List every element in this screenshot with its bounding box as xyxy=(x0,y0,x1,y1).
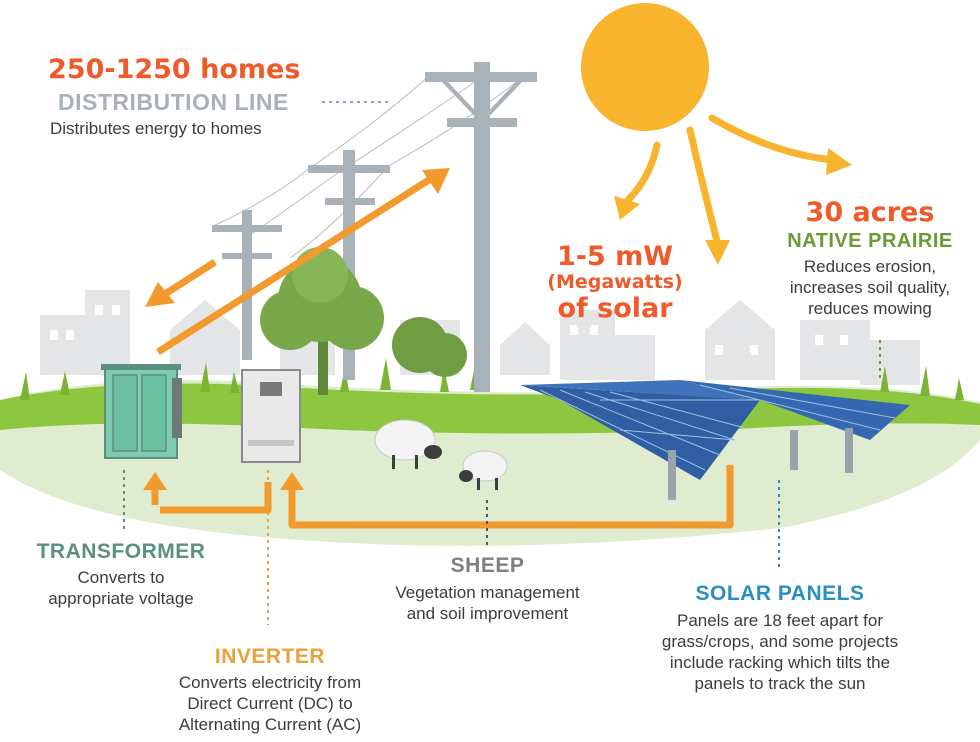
inverter-description-line: Converts electricity from xyxy=(178,672,362,692)
transformer-description-line: appropriate voltage xyxy=(48,588,194,608)
solar-capacity-unit: (Megawatts) xyxy=(547,271,683,294)
native-prairie-heading: NATIVE PRAIRIE xyxy=(787,230,953,253)
inverter-description-line: Alternating Current (AC) xyxy=(178,715,362,735)
sheep-heading: SHEEP xyxy=(450,554,525,577)
sheep-description-line: Vegetation management xyxy=(395,582,580,602)
sun xyxy=(581,3,709,131)
solar-capacity-suffix: of solar xyxy=(557,292,673,324)
solar-panels-description-line: grass/crops, and some projects xyxy=(661,631,899,651)
prairie-description-line: reduces mowing xyxy=(808,299,932,319)
utility-pole-small xyxy=(212,210,282,360)
sun-ray-arrowheads xyxy=(614,148,852,265)
distribution-line-description: Distributes energy to homes xyxy=(50,119,262,138)
inverter-heading: INVERTER xyxy=(214,645,326,668)
tree-right xyxy=(392,317,467,377)
solar-panel-array xyxy=(520,380,910,500)
utility-pole-large xyxy=(425,62,537,392)
leader-lines xyxy=(123,101,881,625)
transformer-unit xyxy=(101,364,182,459)
sheep-label: SHEEP Vegetation management and soil imp… xyxy=(365,554,610,624)
solar-panels-heading: SOLAR PANELS xyxy=(695,582,865,605)
tree-large xyxy=(260,247,384,395)
prairie-description-line: increases soil quality, xyxy=(789,277,951,297)
inverter-unit xyxy=(241,369,301,463)
distribution-line-heading: DISTRIBUTION LINE xyxy=(58,89,289,115)
transformer-label: TRANSFORMER Converts to appropriate volt… xyxy=(16,540,226,609)
inverter-label: INVERTER Converts electricity from Direc… xyxy=(150,645,390,735)
solar-capacity-value: 1-5 mW xyxy=(556,241,674,272)
solar-panels-label: SOLAR PANELS Panels are 18 feet apart fo… xyxy=(620,582,940,695)
prairie-description-line: Reduces erosion, xyxy=(803,256,937,276)
transformer-heading: TRANSFORMER xyxy=(36,540,206,563)
inverter-description-line: Direct Current (DC) to xyxy=(187,693,353,713)
prairie-acreage: 30 acres xyxy=(805,197,935,228)
transformer-description-line: Converts to xyxy=(77,567,165,587)
sun-rays xyxy=(624,114,839,249)
solar-panels-description-line: panels to track the sun xyxy=(694,674,866,694)
solar-capacity-label: 1-5 mW (Megawatts) of solar xyxy=(520,241,710,324)
sheep-description-line: and soil improvement xyxy=(406,603,569,623)
sheep-2 xyxy=(459,450,508,490)
arrow-heads xyxy=(143,168,450,490)
distribution-home-count: 250-1250 homes xyxy=(48,54,301,85)
sheep-1 xyxy=(374,419,442,469)
native-prairie-label: 30 acres NATIVE PRAIRIE Reduces erosion,… xyxy=(760,197,980,319)
solar-panels-description-line: Panels are 18 feet apart for xyxy=(676,610,884,630)
solar-panels-description-line: include racking which tilts the xyxy=(669,653,891,673)
